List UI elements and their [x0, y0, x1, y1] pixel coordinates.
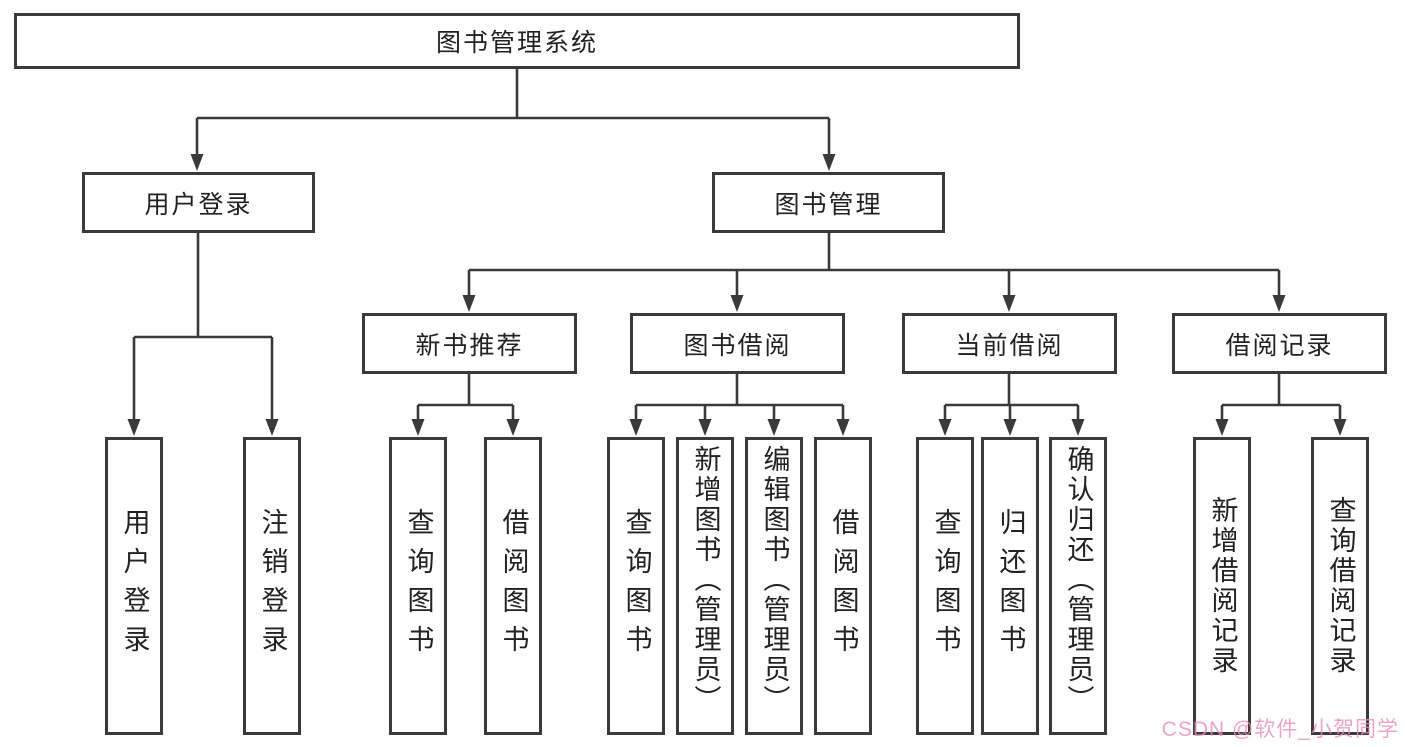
- node-label: 借阅图书: [828, 508, 859, 664]
- node-leaf-borrow-book-2: 借阅图书: [814, 437, 872, 735]
- node-borrow-record: 借阅记录: [1172, 313, 1387, 374]
- node-book-management: 图书管理: [712, 172, 945, 233]
- node-leaf-logout: 注销登录: [243, 437, 301, 735]
- node-leaf-add-book-admin: 新增图书（管理员）: [676, 437, 734, 735]
- node-label: 当前借阅: [955, 331, 1064, 360]
- node-label: 查询图书: [930, 508, 961, 664]
- node-label: 新增借阅记录: [1207, 496, 1238, 676]
- node-leaf-return-book: 归还图书: [981, 437, 1039, 735]
- node-leaf-query-borrow-record: 查询借阅记录: [1311, 437, 1369, 735]
- node-leaf-edit-book-admin: 编辑图书（管理员）: [745, 437, 803, 735]
- node-label: 图书管理系统: [435, 29, 598, 57]
- node-root-system: 图书管理系统: [14, 13, 1020, 69]
- node-book-borrow: 图书借阅: [630, 313, 845, 374]
- node-label: 注销登录: [257, 508, 288, 664]
- node-leaf-query-book-2: 查询图书: [607, 437, 665, 735]
- node-user-login: 用户登录: [82, 172, 315, 233]
- node-label: 图书管理: [774, 190, 883, 219]
- node-new-book-recommend: 新书推荐: [362, 313, 577, 374]
- node-label: 借阅图书: [498, 508, 529, 664]
- node-label: 新增图书（管理员）: [690, 445, 721, 715]
- node-leaf-query-book-1: 查询图书: [389, 437, 447, 735]
- node-label: 用户登录: [144, 190, 253, 219]
- node-current-borrow: 当前借阅: [902, 313, 1117, 374]
- node-label: 借阅记录: [1225, 331, 1334, 360]
- node-leaf-add-borrow-record: 新增借阅记录: [1193, 437, 1251, 735]
- node-label: 确认归还（管理员）: [1063, 445, 1094, 715]
- node-label: 新书推荐: [415, 331, 524, 360]
- node-label: 图书借阅: [683, 331, 792, 360]
- node-label: 查询图书: [621, 508, 652, 664]
- node-leaf-user-login: 用户登录: [105, 437, 163, 735]
- arrowheads: [127, 154, 1347, 436]
- node-label: 查询借阅记录: [1325, 496, 1356, 676]
- node-label: 用户登录: [119, 508, 150, 664]
- node-label: 查询图书: [403, 508, 434, 664]
- csdn-watermark: CSDN @软件_小贺同学: [1161, 718, 1399, 741]
- node-leaf-borrow-book-1: 借阅图书: [484, 437, 542, 735]
- node-label: 编辑图书（管理员）: [759, 445, 790, 715]
- node-leaf-query-book-3: 查询图书: [916, 437, 974, 735]
- node-label: 归还图书: [995, 508, 1026, 664]
- node-leaf-confirm-return-admin: 确认归还（管理员）: [1049, 437, 1107, 735]
